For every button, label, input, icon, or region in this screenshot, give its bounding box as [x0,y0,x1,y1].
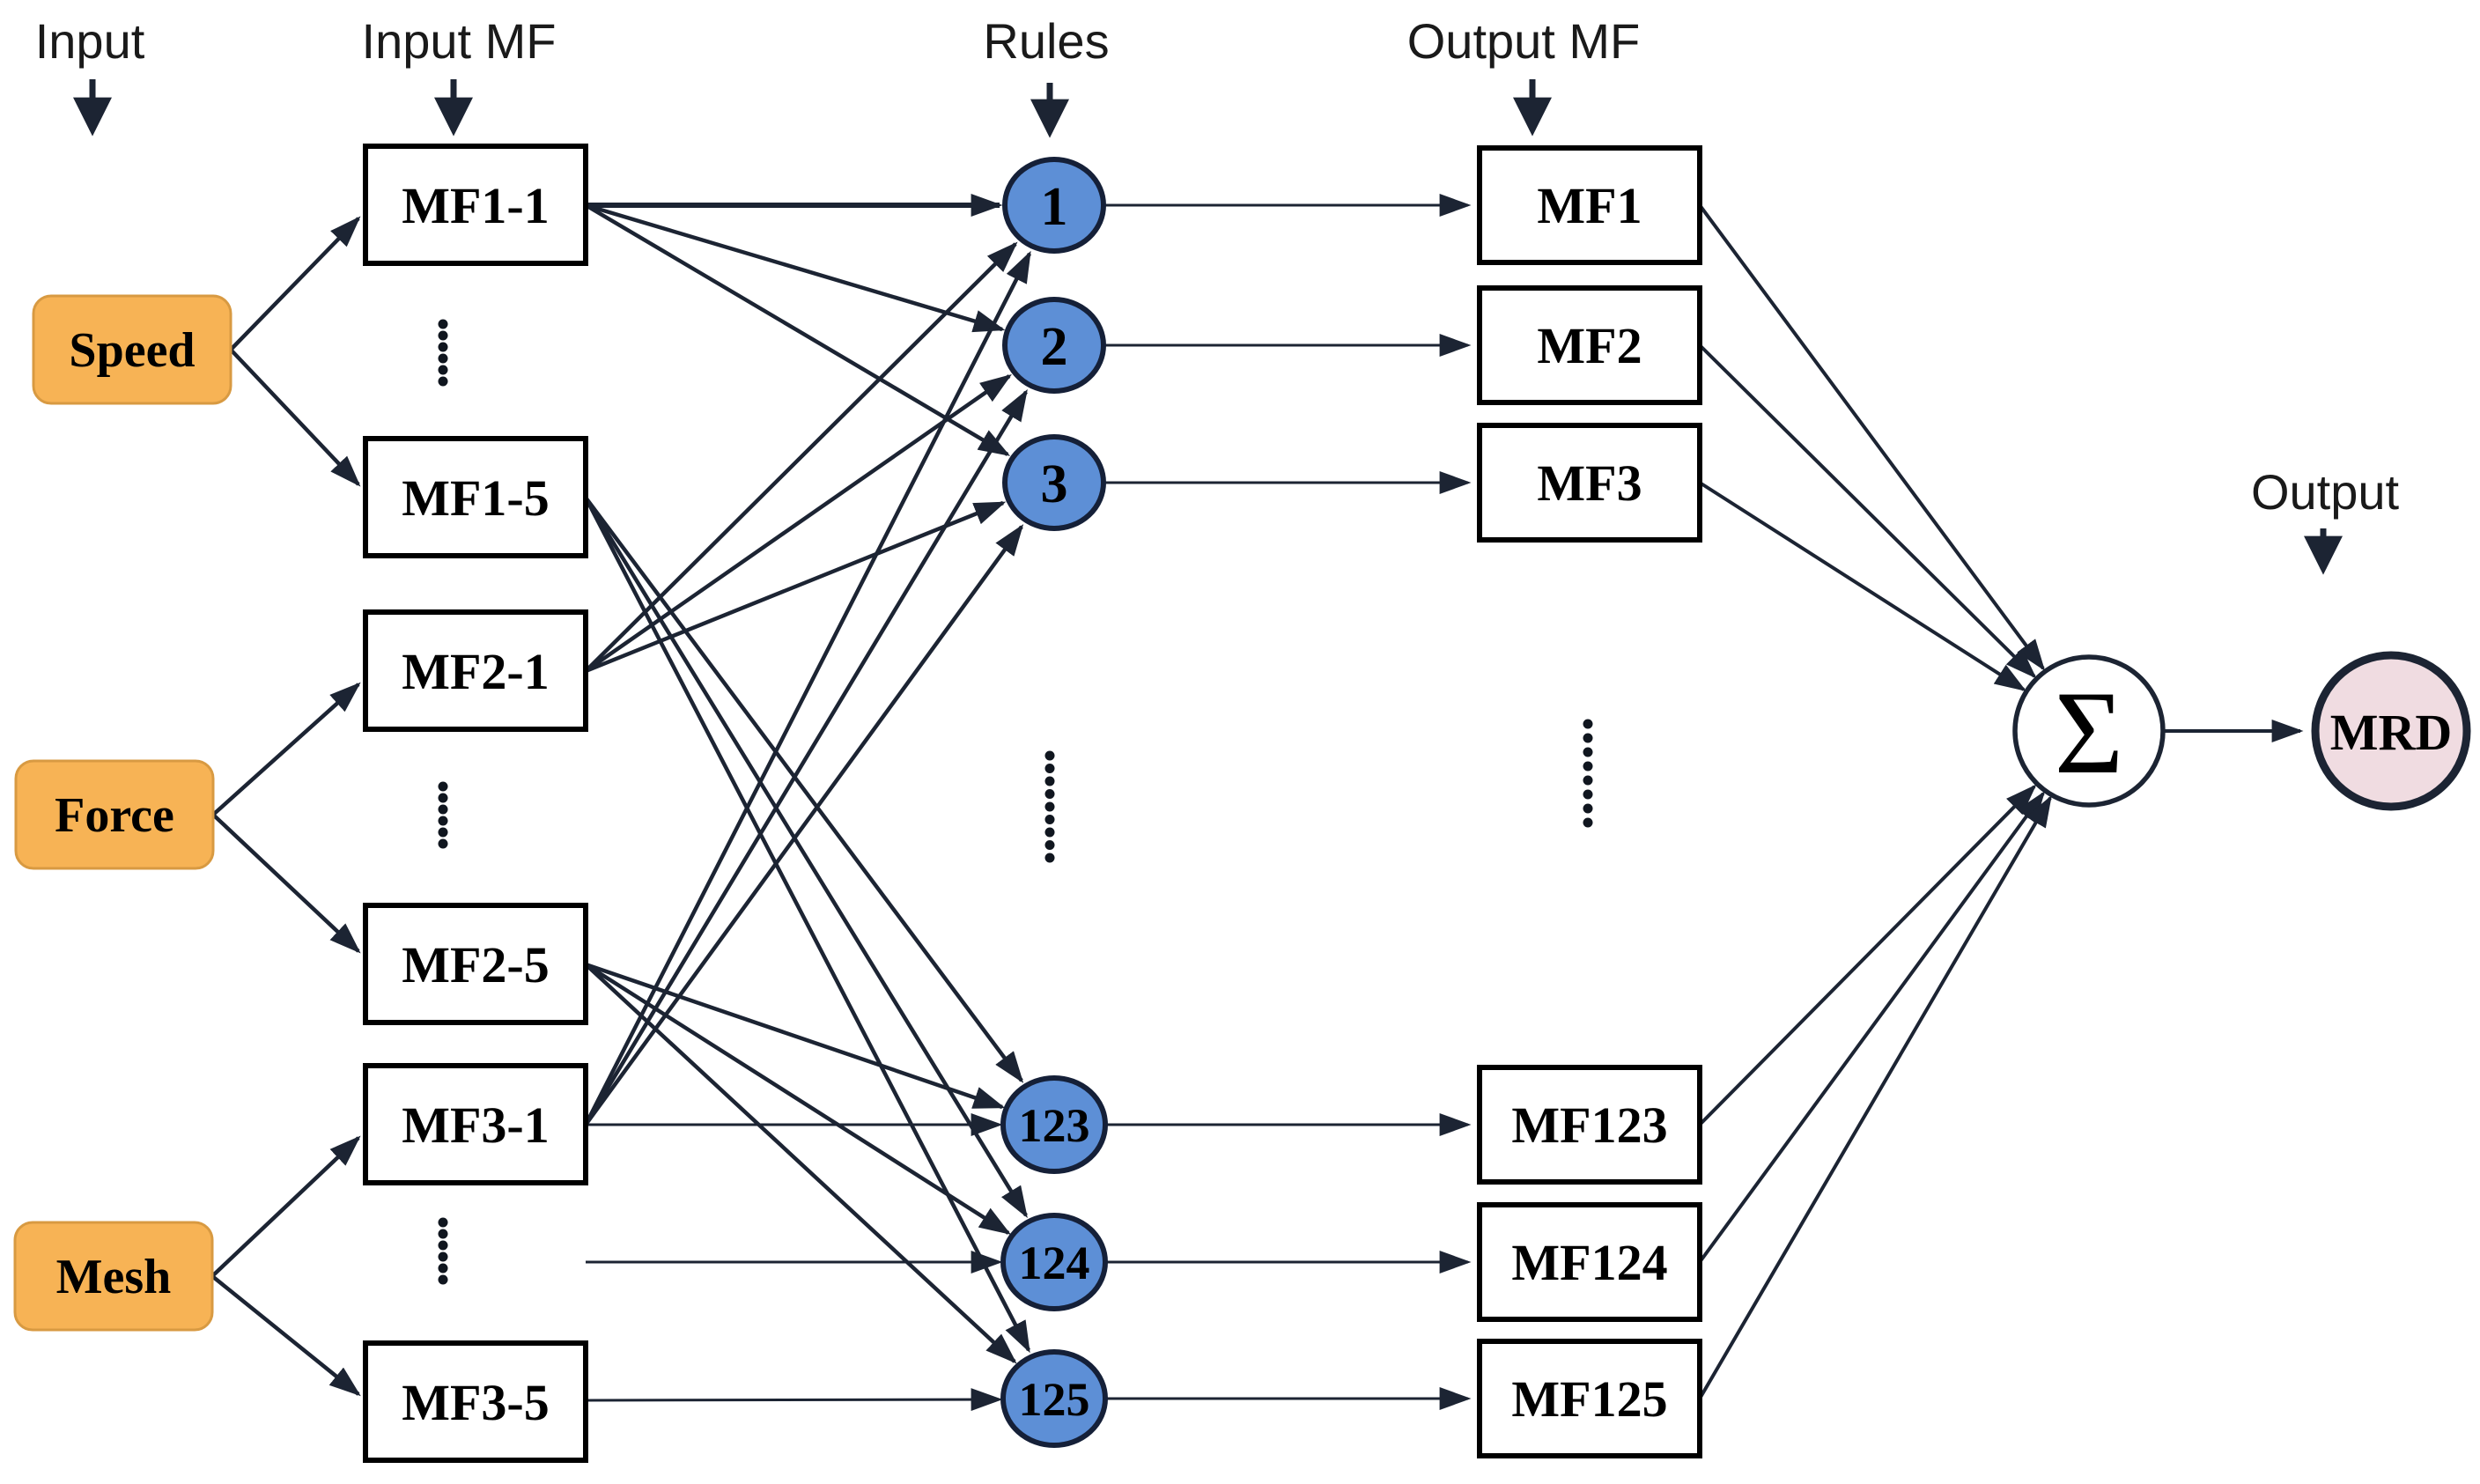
output-column-label: Output [2251,464,2400,520]
edge-mf2-1-r3 [585,500,1007,674]
input-mf-ellipsis-2 [438,781,448,849]
connector-lines [210,194,2304,1412]
rule-123-circle [1000,1075,1108,1174]
edge-mf1-1-r2 [585,203,1006,333]
mf125-box [1477,1339,1702,1458]
mf3-5-label: MF3-5 [402,1374,550,1431]
mf3-1-box [363,1063,588,1185]
sigma-icon: Σ [2055,668,2124,799]
rule-2-label: 2 [1041,317,1068,377]
edge-force-mf2-5 [211,813,361,954]
mf2-5-label: MF2-5 [402,936,550,993]
input-column-label: Input [35,13,145,69]
mf3-label: MF3 [1537,454,1642,512]
mf125-label: MF125 [1511,1370,1667,1428]
edge-mesh-mf3-5 [210,1274,361,1397]
output-mf-column-label: Output MF [1407,13,1641,69]
edge-mf1-sum [1698,203,2046,671]
mf123-box [1477,1065,1702,1185]
edge-mf124-sum [1698,791,2046,1264]
mf3-box [1477,423,1702,543]
edge-mf3-sum [1698,481,2027,691]
mrd-node: MRD [2311,651,2471,811]
input-node-mesh: Mesh [13,1221,214,1332]
edge-mf3-5-r125 [585,1388,1003,1412]
rule-3-circle [1002,434,1106,531]
edge-mf2-5-r123 [585,962,1006,1110]
mf124-label: MF124 [1511,1234,1667,1291]
speed-label: Speed [69,323,195,378]
edge-mf125-sum [1698,794,2052,1400]
edge-mf2-5-r125 [584,963,1017,1364]
edge-mf1-1-r3 [584,203,1011,456]
edge-mf1-5-r124 [584,496,1028,1219]
mesh-label: Mesh [56,1250,172,1304]
mrd-label: MRD [2330,704,2453,761]
input-mf-ellipsis-1 [438,319,448,387]
rules-column-label: Rules [983,13,1109,69]
mf3-1-label: MF3-1 [402,1096,550,1154]
rules-ellipsis [1044,750,1055,863]
mf2-1-label: MF2-1 [402,643,550,700]
input-node-speed: Speed [32,294,232,405]
sum-circle [2012,654,2166,808]
mf2-box [1477,285,1702,405]
mf2-1-box [363,609,588,732]
output-mf-ellipsis [1583,719,1593,828]
rule-125-label: 125 [1019,1373,1090,1426]
edge-mf2-sum [1698,343,2037,679]
edge-mf2-1-r1 [584,241,1018,673]
mf1-1-label: MF1-1 [402,177,550,234]
output-mf-boxes: MF1 MF2 MF3 MF123 MF124 MF125 [1477,145,1702,1458]
sum-node: Σ [2012,654,2166,808]
edge-mf2-1-r2 [584,373,1012,673]
edge-mf3-1-r2 [584,388,1028,1126]
force-box [14,759,215,870]
mf2-5-box [363,903,588,1025]
mf1-5-box [363,436,588,558]
rule-125-circle [1000,1349,1108,1448]
speed-box [32,294,232,405]
rule-1-circle [1002,157,1106,254]
mrd-circle [2311,651,2471,811]
input-mf-ellipsis-3 [438,1217,448,1285]
rule-124-label: 124 [1019,1237,1090,1289]
edge-speed-mf1-5 [229,348,361,487]
force-label: Force [55,788,174,843]
input-mf-column-label: Input MF [362,13,557,69]
edge-force-mf2-1 [211,682,361,816]
rule-1-label: 1 [1041,177,1068,237]
mf124-box [1477,1202,1702,1322]
rule-3-label: 3 [1041,454,1068,514]
edge-mf2-5-r124 [584,963,1012,1235]
rule-123-label: 123 [1019,1099,1090,1152]
input-node-force: Force [14,759,215,870]
mf1-1-box [363,144,588,266]
rule-2-circle [1002,297,1106,394]
edge-mesh-mf3-1 [210,1135,361,1278]
mf3-5-box [363,1340,588,1463]
mf2-label: MF2 [1537,317,1642,374]
mf123-label: MF123 [1511,1096,1667,1154]
edge-mf123-sum [1698,784,2037,1126]
edge-speed-mf1-1 [229,216,361,351]
input-mf-boxes: MF1-1 MF1-5 MF2-1 MF2-5 MF3-1 MF3-5 [363,144,588,1463]
edge-mf3-1-r1 [583,250,1032,1126]
mf1-label: MF1 [1537,177,1642,234]
rule-nodes: 1 2 3 123 124 125 [1000,157,1108,1448]
mf1-5-label: MF1-5 [402,469,550,527]
mf1-box [1477,145,1702,265]
mesh-box [13,1221,214,1332]
rule-124-circle [1000,1213,1108,1311]
edge-mf1-5-r125 [584,496,1030,1354]
column-labels: Input Input MF Rules Output MF Output [35,13,2400,575]
edge-mf1-5-r123 [584,496,1024,1083]
edge-mf3-1-r3 [584,524,1024,1126]
